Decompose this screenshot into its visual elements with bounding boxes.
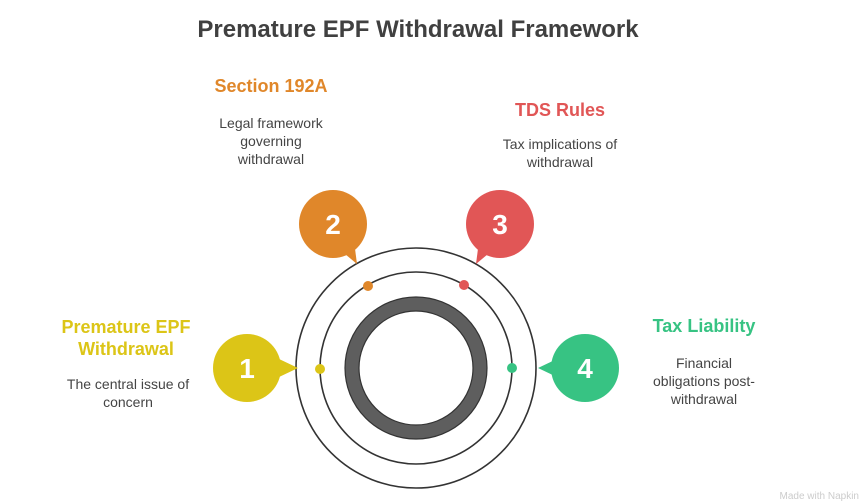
badge-2-number: 2: [325, 209, 341, 240]
watermark: Made with Napkin: [779, 491, 859, 502]
label-section-192a: Section 192A: [191, 76, 351, 97]
badge-1-number: 1: [239, 353, 255, 384]
dot-1: [315, 364, 325, 374]
desc-premature-epf-withdrawal: The central issue of concern: [46, 375, 210, 411]
badge-2: 2: [299, 190, 367, 264]
label-2-line-1: Section 192A: [214, 76, 328, 96]
desc-1-line-2: concern: [103, 394, 153, 410]
desc-4-line-2: obligations post-: [653, 373, 755, 389]
desc-2-line-1: Legal framework: [219, 115, 323, 131]
badge-4-number: 4: [577, 353, 593, 384]
label-1-line-2: Withdrawal: [78, 339, 174, 359]
desc-section-192a: Legal framework governing withdrawal: [191, 114, 351, 168]
desc-tax-liability: Financial obligations post- withdrawal: [624, 354, 784, 408]
dot-4: [507, 363, 517, 373]
badge-3: 3: [466, 190, 534, 264]
label-4-line-1: Tax Liability: [652, 316, 756, 336]
desc-4-line-3: withdrawal: [670, 391, 738, 407]
desc-2-line-3: withdrawal: [237, 151, 305, 167]
desc-4-line-1: Financial: [675, 355, 733, 371]
badge-1: 1: [213, 334, 298, 402]
desc-3-line-2: withdrawal: [526, 154, 594, 170]
outer-circle: [295, 247, 537, 489]
label-3-line-1: TDS Rules: [514, 100, 606, 120]
label-tax-liability: Tax Liability: [624, 316, 784, 337]
badge-4: 4: [538, 334, 619, 402]
dot-2: [363, 281, 373, 291]
label-tds-rules: TDS Rules: [480, 100, 640, 121]
desc-tds-rules: Tax implications of withdrawal: [476, 135, 644, 171]
label-premature-epf-withdrawal: Premature EPF Withdrawal: [46, 316, 206, 360]
desc-2-line-2: governing: [240, 133, 302, 149]
desc-1-line-1: The central issue of: [66, 376, 190, 392]
badge-3-number: 3: [492, 209, 508, 240]
inner-ring: [345, 297, 487, 439]
desc-3-line-1: Tax implications of: [502, 136, 618, 152]
label-1-line-1: Premature EPF: [61, 317, 191, 337]
inner-ring-edge-outer: [344, 296, 488, 440]
inner-ring-edge-inner: [358, 310, 474, 426]
dot-3: [459, 280, 469, 290]
diagram-title: Premature EPF Withdrawal Framework: [197, 16, 639, 43]
